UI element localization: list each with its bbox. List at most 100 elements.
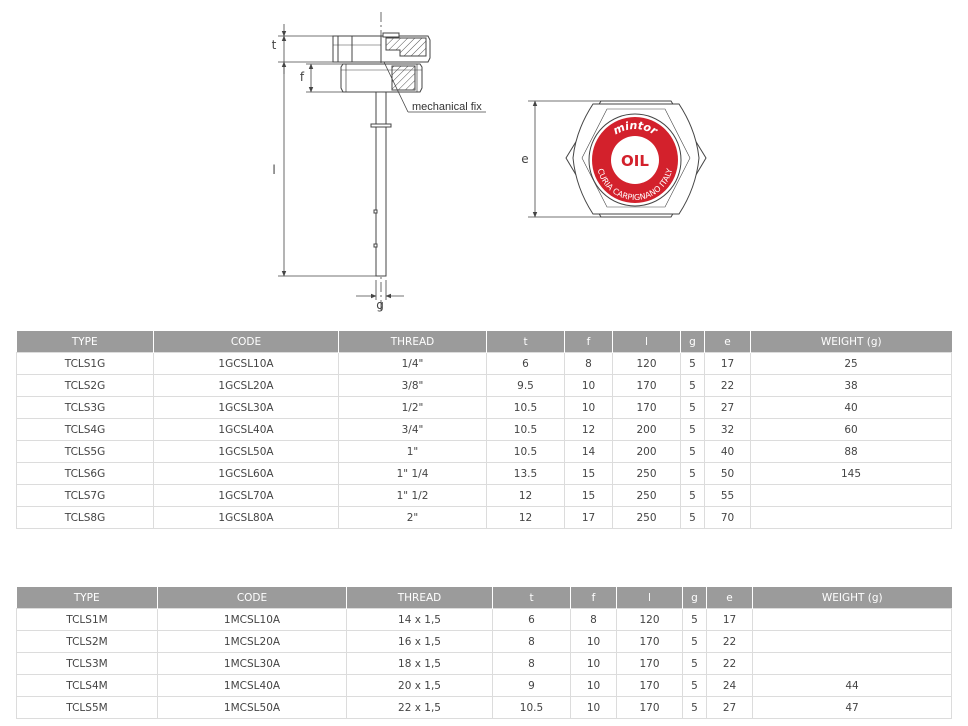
table-cell: 5 xyxy=(680,396,705,419)
table-cell: 120 xyxy=(616,608,683,631)
table-cell: 1GCSL30A xyxy=(153,396,339,419)
column-header: g xyxy=(682,587,707,609)
dimension-e xyxy=(528,100,601,218)
dimension-t xyxy=(278,24,333,74)
table-cell: 55 xyxy=(704,484,751,507)
table-cell: 1MCSL40A xyxy=(157,674,347,697)
table-cell: 170 xyxy=(616,630,683,653)
table-cell: 1GCSL70A xyxy=(153,484,339,507)
table-cell: 25 xyxy=(750,352,952,375)
table-cell: 1MCSL50A xyxy=(157,696,347,719)
technical-drawing: t f l g mechanical fix xyxy=(272,12,707,312)
table-cell: 10 xyxy=(570,696,617,719)
table-cell: 10.5 xyxy=(486,440,565,463)
table-cell: 13.5 xyxy=(486,462,565,485)
table-cell: 250 xyxy=(612,462,681,485)
table-cell: 3/8" xyxy=(338,374,487,397)
table-cell: 1MCSL20A xyxy=(157,630,347,653)
dimension-e-label: e xyxy=(521,152,528,166)
table-cell: 5 xyxy=(680,418,705,441)
table-cell: 20 x 1,5 xyxy=(346,674,493,697)
column-header: CODE xyxy=(157,587,347,609)
table-cell: TCLS8G xyxy=(16,506,154,529)
table-cell: 1" 1/4 xyxy=(338,462,487,485)
table-cell: 17 xyxy=(706,608,753,631)
table-cell xyxy=(752,630,952,653)
table-cell xyxy=(750,484,952,507)
table-cell: TCLS7G xyxy=(16,484,154,507)
table-cell: TCLS3M xyxy=(16,652,158,675)
table-cell: 10 xyxy=(564,374,613,397)
column-header: THREAD xyxy=(346,587,493,609)
table-cell: 12 xyxy=(486,484,565,507)
table-cell: 120 xyxy=(612,352,681,375)
table-cell: 1" xyxy=(338,440,487,463)
spec-table-gas-thread: TYPE CODE THREAD t f l g e WEIGHT (g) TC… xyxy=(16,331,952,529)
column-header: f xyxy=(570,587,617,609)
table-cell: 8 xyxy=(492,652,571,675)
table-cell: 5 xyxy=(682,674,707,697)
column-header: e xyxy=(704,331,751,353)
column-header: l xyxy=(612,331,681,353)
table-cell: TCLS6G xyxy=(16,462,154,485)
mechanical-fix-callout xyxy=(383,61,486,113)
dimension-g-label: g xyxy=(376,298,384,312)
table-cell: 145 xyxy=(750,462,952,485)
table-cell: 1MCSL30A xyxy=(157,652,347,675)
table-cell: 8 xyxy=(564,352,613,375)
table-cell: 44 xyxy=(752,674,952,697)
table-cell: 10 xyxy=(570,652,617,675)
table-cell: 5 xyxy=(682,630,707,653)
table-cell: 1GCSL20A xyxy=(153,374,339,397)
table-cell: 10.5 xyxy=(486,396,565,419)
table-cell: 24 xyxy=(706,674,753,697)
column-header: WEIGHT (g) xyxy=(752,587,952,609)
table-cell: 5 xyxy=(680,506,705,529)
table-cell: 22 x 1,5 xyxy=(346,696,493,719)
table-cell: 1GCSL10A xyxy=(153,352,339,375)
column-header: WEIGHT (g) xyxy=(750,331,952,353)
table-cell: TCLS4G xyxy=(16,418,154,441)
column-header: f xyxy=(564,331,613,353)
table-cell: TCLS5G xyxy=(16,440,154,463)
table-cell: 88 xyxy=(750,440,952,463)
column-header: g xyxy=(680,331,705,353)
table-cell: TCLS1M xyxy=(16,608,158,631)
table-cell: 6 xyxy=(492,608,571,631)
table-cell: 10 xyxy=(564,396,613,419)
top-view xyxy=(565,100,707,218)
table-cell: 14 xyxy=(564,440,613,463)
table-cell: 32 xyxy=(704,418,751,441)
spec-table-metric-thread: TYPE CODE THREAD t f l g e WEIGHT (g) TC… xyxy=(16,587,952,719)
table-cell: 1GCSL40A xyxy=(153,418,339,441)
table-cell: 22 xyxy=(706,652,753,675)
table-cell: 8 xyxy=(570,608,617,631)
table-cell: 15 xyxy=(564,462,613,485)
table-cell: 27 xyxy=(704,396,751,419)
table-cell: 3/4" xyxy=(338,418,487,441)
dimension-g xyxy=(356,280,404,300)
table-cell: 1" 1/2 xyxy=(338,484,487,507)
table-cell: 9 xyxy=(492,674,571,697)
table-cell: 10.5 xyxy=(486,418,565,441)
table-cell: 1GCSL50A xyxy=(153,440,339,463)
table-cell: 70 xyxy=(704,506,751,529)
table-cell xyxy=(750,506,952,529)
column-header: TYPE xyxy=(16,331,154,353)
table-cell: 5 xyxy=(680,484,705,507)
table-cell: 15 xyxy=(564,484,613,507)
table-cell: 18 x 1,5 xyxy=(346,652,493,675)
table-cell: 170 xyxy=(612,396,681,419)
table-cell: TCLS3G xyxy=(16,396,154,419)
mechanical-fix-label: mechanical fix xyxy=(412,101,482,113)
table-cell: 2" xyxy=(338,506,487,529)
table-cell: 40 xyxy=(704,440,751,463)
column-header: t xyxy=(492,587,571,609)
table-cell: 22 xyxy=(706,630,753,653)
